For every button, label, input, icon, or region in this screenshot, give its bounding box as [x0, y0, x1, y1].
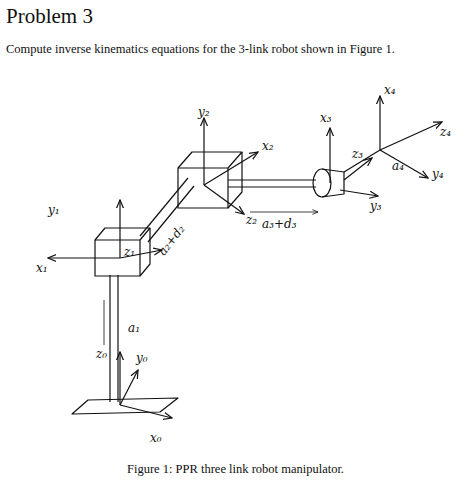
axis-label: x₀	[150, 432, 162, 444]
axis-label: z₃	[352, 148, 363, 160]
axis-label: y₁	[48, 204, 60, 216]
axis-label: x₂	[262, 140, 274, 152]
axis-label: a₃+d₃	[262, 218, 297, 230]
axis-label: z₀	[96, 348, 107, 360]
axis-label: x₄	[384, 84, 396, 96]
axis-label: z₂	[246, 214, 257, 226]
axis-label: y₀	[136, 352, 148, 364]
axis-label: x₁	[36, 262, 48, 274]
axis-label: a₂+d₂	[156, 223, 187, 258]
axis-label: y₃	[370, 200, 382, 212]
page-title: Problem 3	[6, 4, 93, 29]
axis-label: y₄	[432, 168, 444, 180]
axis-label: a₄	[392, 160, 404, 172]
axis-label: x₃	[320, 112, 332, 124]
figure-caption: Figure 1: PPR three link robot manipulat…	[127, 462, 344, 477]
axis-label: z₁	[124, 246, 135, 258]
axis-label: z₄	[440, 126, 451, 138]
problem-text: Compute inverse kinematics equations for…	[6, 42, 395, 57]
axis-label: y₂	[198, 106, 210, 118]
axis-label: a₁	[128, 322, 140, 334]
